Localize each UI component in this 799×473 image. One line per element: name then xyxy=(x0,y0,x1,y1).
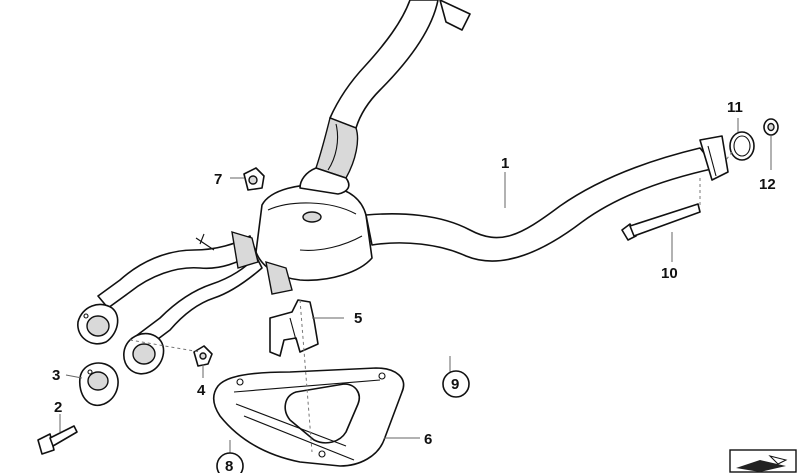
label-part-1: 1 xyxy=(501,155,509,172)
leader-lines xyxy=(59,118,772,455)
bolt-part-10 xyxy=(621,203,701,241)
bracket-part-5 xyxy=(269,299,319,357)
label-part-6: 6 xyxy=(424,431,432,448)
label-part-3: 3 xyxy=(52,367,60,384)
label-part-10: 10 xyxy=(661,265,678,282)
label-part-7: 7 xyxy=(214,171,222,188)
label-part-9: 9 xyxy=(451,376,459,393)
twin-downpipes xyxy=(97,231,293,349)
label-part-4: 4 xyxy=(197,382,206,399)
label-part-8: 8 xyxy=(225,458,233,473)
nut-part-7 xyxy=(243,167,265,191)
bolt-part-2 xyxy=(37,425,78,455)
nut-part-12 xyxy=(763,118,779,136)
label-circle-part-8 xyxy=(216,452,244,473)
label-part-11: 11 xyxy=(727,99,743,116)
ring-part-11 xyxy=(729,131,755,161)
heat-shield-part-6 xyxy=(212,367,405,467)
catalytic-converter xyxy=(255,167,373,282)
corner-symbol-icon xyxy=(729,449,797,473)
flange-left-lower xyxy=(123,332,165,375)
main-pipe xyxy=(365,135,729,262)
label-circle-part-9 xyxy=(442,370,470,398)
label-part-2: 2 xyxy=(54,399,62,416)
front-pipe-upper xyxy=(315,0,471,179)
gasket-part-3 xyxy=(79,362,119,407)
nut-part-4 xyxy=(193,345,213,367)
label-part-12: 12 xyxy=(759,176,776,193)
label-part-5: 5 xyxy=(354,310,362,327)
flange-left-upper xyxy=(77,303,119,345)
